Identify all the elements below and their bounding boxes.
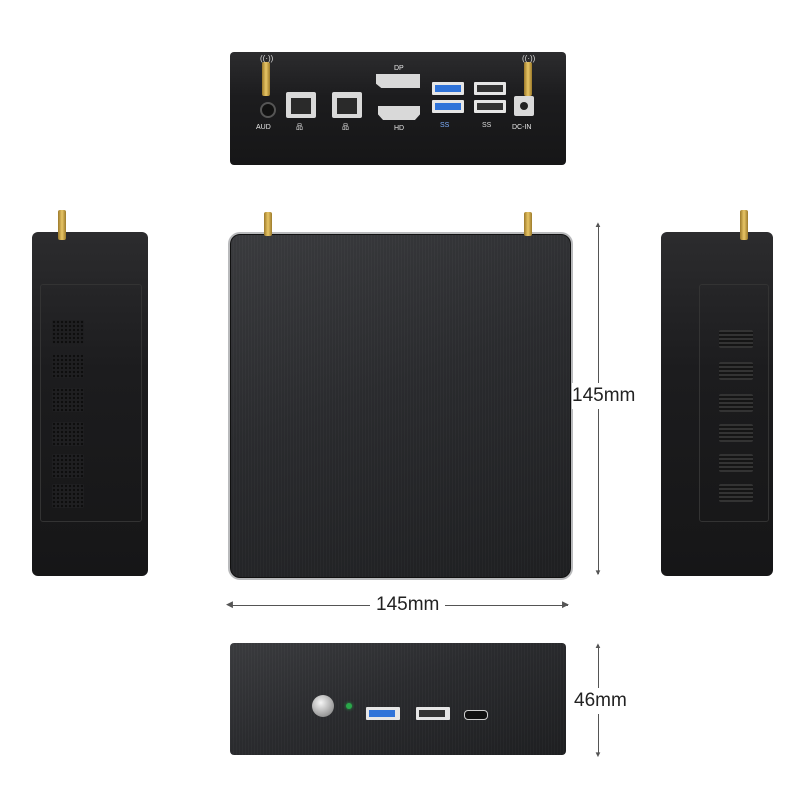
arrow-up-icon: ▲ <box>594 641 602 650</box>
vent-slot <box>719 484 753 502</box>
hdmi-port <box>378 106 420 120</box>
ethernet-port-1 <box>286 92 316 118</box>
arrow-up-icon: ▲ <box>594 220 602 229</box>
front-usb3-port <box>366 707 400 720</box>
vent-grille <box>52 320 84 344</box>
antenna <box>58 210 66 240</box>
displayport-label: DP <box>394 65 404 72</box>
usb3-port <box>432 82 464 95</box>
antenna <box>740 210 748 240</box>
wifi-icon: ((·)) <box>260 54 274 63</box>
arrow-right-icon: ▶ <box>562 599 569 609</box>
vent-slot <box>719 330 753 348</box>
usb3-label: SS <box>482 122 492 129</box>
antenna-left <box>264 212 272 236</box>
usb3-label: SS <box>440 122 450 129</box>
right-side-panel <box>661 210 773 576</box>
front-panel <box>230 643 566 755</box>
arrow-down-icon: ▼ <box>594 750 602 759</box>
vent-slot <box>719 362 753 380</box>
power-button <box>312 695 334 717</box>
audio-jack <box>260 102 276 118</box>
vent-grille <box>52 354 84 378</box>
arrow-left-icon: ◀ <box>226 599 233 609</box>
depth-label: 46mm <box>574 688 627 714</box>
antenna-right <box>524 212 532 236</box>
vent-slot <box>719 454 753 472</box>
hdmi-label: HD <box>394 125 405 132</box>
dc-in-label: DC-IN <box>512 124 532 131</box>
arrow-down-icon: ▼ <box>594 568 602 577</box>
side-frame <box>40 284 142 522</box>
vent-slot <box>719 424 753 442</box>
wifi-icon: ((·)) <box>522 54 536 63</box>
displayport-port <box>376 74 420 88</box>
usb3-port <box>432 100 464 113</box>
antenna-right <box>524 62 532 96</box>
vent-slot <box>719 394 753 412</box>
power-led <box>346 703 352 709</box>
vent-grille <box>52 422 84 446</box>
vent-grille <box>52 454 84 478</box>
vent-grille <box>52 388 84 412</box>
height-label: 145mm <box>572 383 636 409</box>
ethernet-icon: 品 <box>342 124 349 131</box>
audio-label: AUD <box>256 124 271 131</box>
antenna-left <box>262 62 270 96</box>
front-usb-port <box>416 707 450 720</box>
vent-grille <box>52 484 84 508</box>
left-side-panel <box>32 210 148 576</box>
usb-port <box>474 100 506 113</box>
side-frame <box>699 284 769 522</box>
top-panel <box>228 232 573 580</box>
width-label: 145mm <box>370 594 446 616</box>
ethernet-icon: 品 <box>296 124 303 131</box>
dc-in-pin <box>520 102 528 110</box>
rear-panel: ((·)) ((·)) AUD 品 品 DP HD SS SS DC-IN <box>230 52 566 165</box>
ethernet-port-2 <box>332 92 362 118</box>
usb-c-port <box>464 710 488 720</box>
usb-port <box>474 82 506 95</box>
